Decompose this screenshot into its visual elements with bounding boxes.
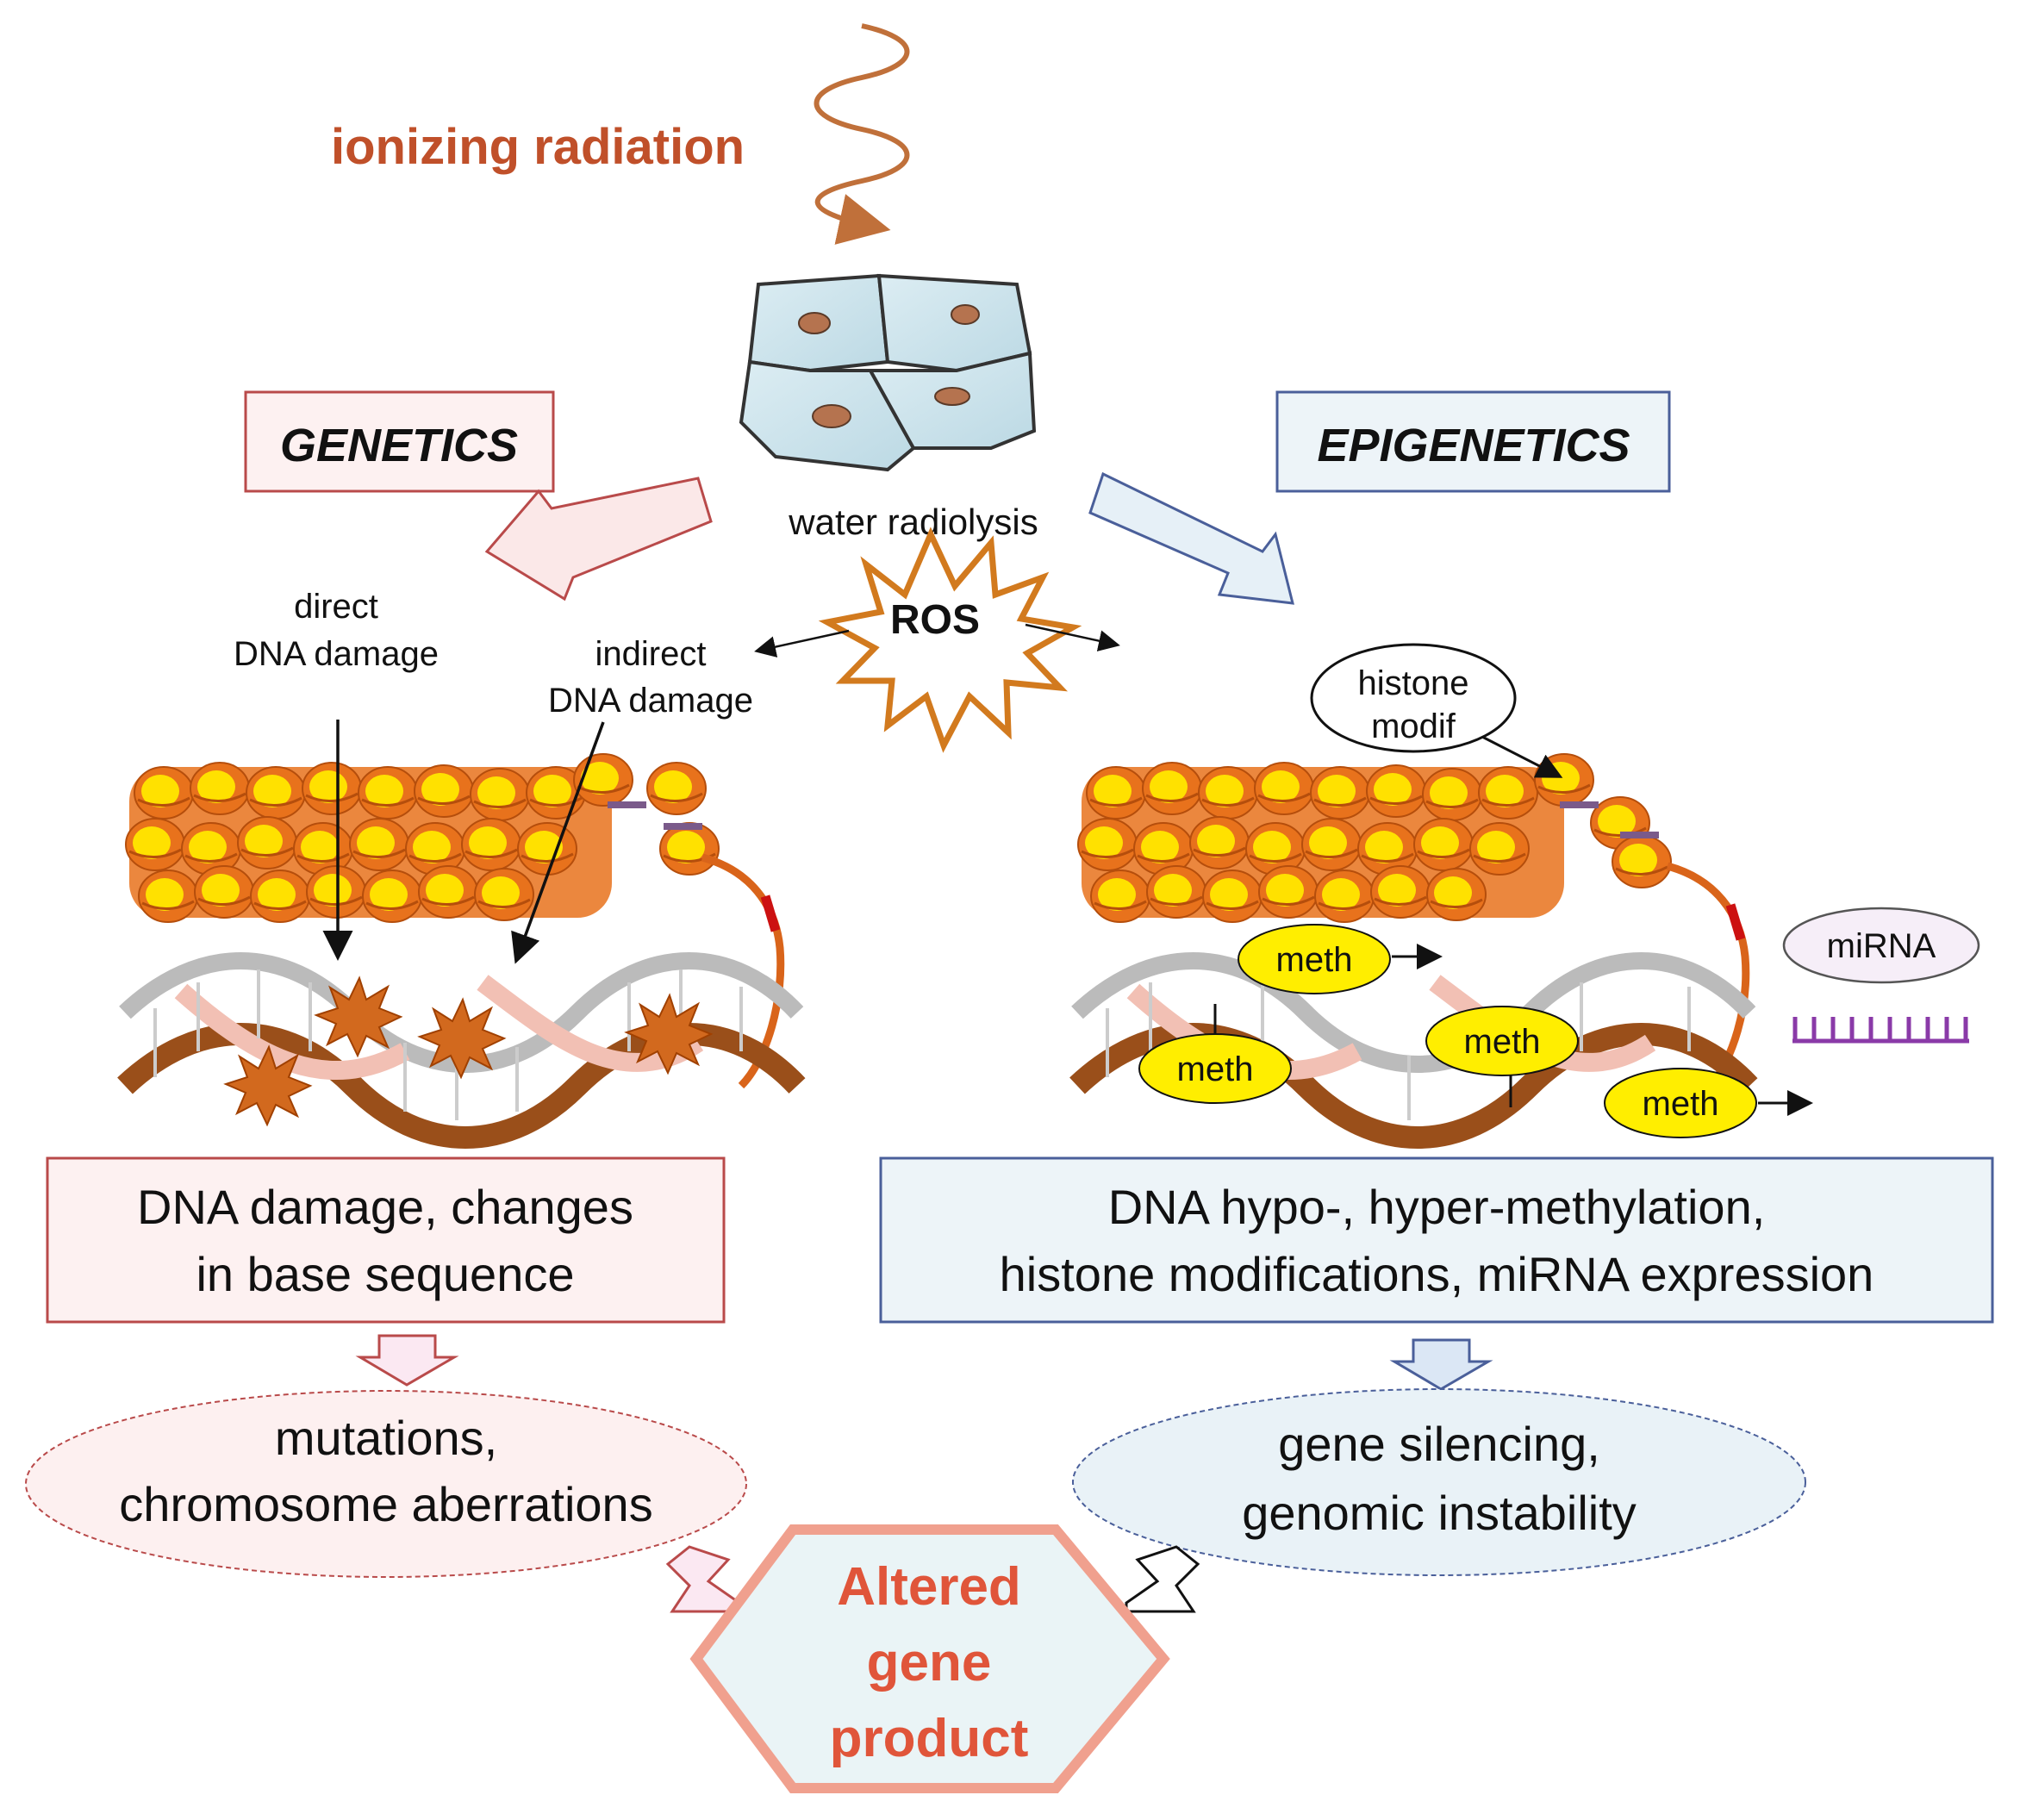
- genetics-down-arrow: [355, 1334, 459, 1387]
- result-line2: gene: [867, 1633, 992, 1692]
- cells-illustration: [739, 273, 1037, 472]
- result-line3: product: [830, 1709, 1029, 1768]
- indirect-damage-label-2: DNA damage: [548, 682, 753, 720]
- result-hexagon: [689, 1524, 1170, 1793]
- genetics-outcome-line2: chromosome aberrations: [119, 1477, 652, 1531]
- histone-modif-bubble: [1310, 643, 1517, 753]
- genetics-converge-arrow: [665, 1545, 741, 1613]
- genetics-outcome-line1: mutations,: [275, 1411, 497, 1465]
- indirect-damage-arrow: [511, 721, 605, 964]
- result-line1: Altered: [837, 1557, 1021, 1617]
- water-radiolysis-label: water radiolysis: [788, 502, 1038, 542]
- meth-label: meth: [1643, 1085, 1719, 1123]
- mirna-bubble: [1782, 907, 1980, 984]
- mirna-strand-icon: [1792, 1017, 1969, 1044]
- epigenetics-outcome-ellipse: [1072, 1388, 1806, 1576]
- epigenetics-converge-arrow: [1125, 1545, 1200, 1613]
- ros-right-arrow: [1025, 623, 1120, 651]
- meth-tag: meth: [1138, 1004, 1292, 1104]
- genetics-summary-line2: in base sequence: [196, 1247, 574, 1301]
- epigenetics-down-arrow: [1389, 1338, 1493, 1391]
- indirect-damage-label-1: indirect: [595, 635, 707, 673]
- ros-left-arrow: [754, 629, 850, 658]
- direct-damage-label-1: direct: [294, 588, 378, 626]
- meth-tag: meth: [1425, 1006, 1579, 1107]
- ros-label: ROS: [890, 597, 980, 643]
- epigenetics-header: EPIGENETICS: [1317, 420, 1630, 471]
- meth-label: meth: [1464, 1023, 1541, 1061]
- histone-modif-label-2: modif: [1371, 707, 1456, 745]
- meth-label: meth: [1276, 941, 1353, 979]
- epigenetics-summary-box: [879, 1156, 1994, 1324]
- radiation-label: ionizing radiation: [331, 119, 745, 175]
- epigenetics-summary-line2: histone modifications, miRNA expression: [1000, 1247, 1874, 1301]
- mirna-label: miRNA: [1827, 927, 1936, 965]
- meth-tag: meth: [1238, 924, 1443, 994]
- genetics-dna-helix: [117, 952, 806, 1149]
- meth-label: meth: [1177, 1050, 1254, 1088]
- radiation-wave-icon: [814, 23, 910, 245]
- direct-damage-label-2: DNA damage: [234, 635, 439, 673]
- ros-burst-icon: [818, 527, 1082, 753]
- genetics-header-box: [244, 390, 555, 493]
- meth-tag: meth: [1604, 1068, 1813, 1138]
- genetics-branch-arrow: [484, 477, 713, 601]
- epigenetics-outcome-line1: gene silencing,: [1278, 1417, 1600, 1471]
- histone-modif-arrow: [1481, 735, 1563, 778]
- histone-modif-label-1: histone: [1358, 664, 1469, 702]
- epigenetics-outcome-line2: genomic instability: [1242, 1486, 1637, 1540]
- epigenetics-summary-line1: DNA hypo-, hyper-methylation,: [1108, 1180, 1766, 1234]
- genetics-summary-box: [46, 1156, 726, 1324]
- epigenetics-branch-arrow: [1088, 471, 1294, 605]
- genetics-summary-line1: DNA damage, changes: [137, 1180, 633, 1234]
- epigenetics-header-box: [1275, 390, 1671, 493]
- genetics-header: GENETICS: [280, 420, 518, 471]
- genetics-outcome-ellipse: [25, 1390, 747, 1578]
